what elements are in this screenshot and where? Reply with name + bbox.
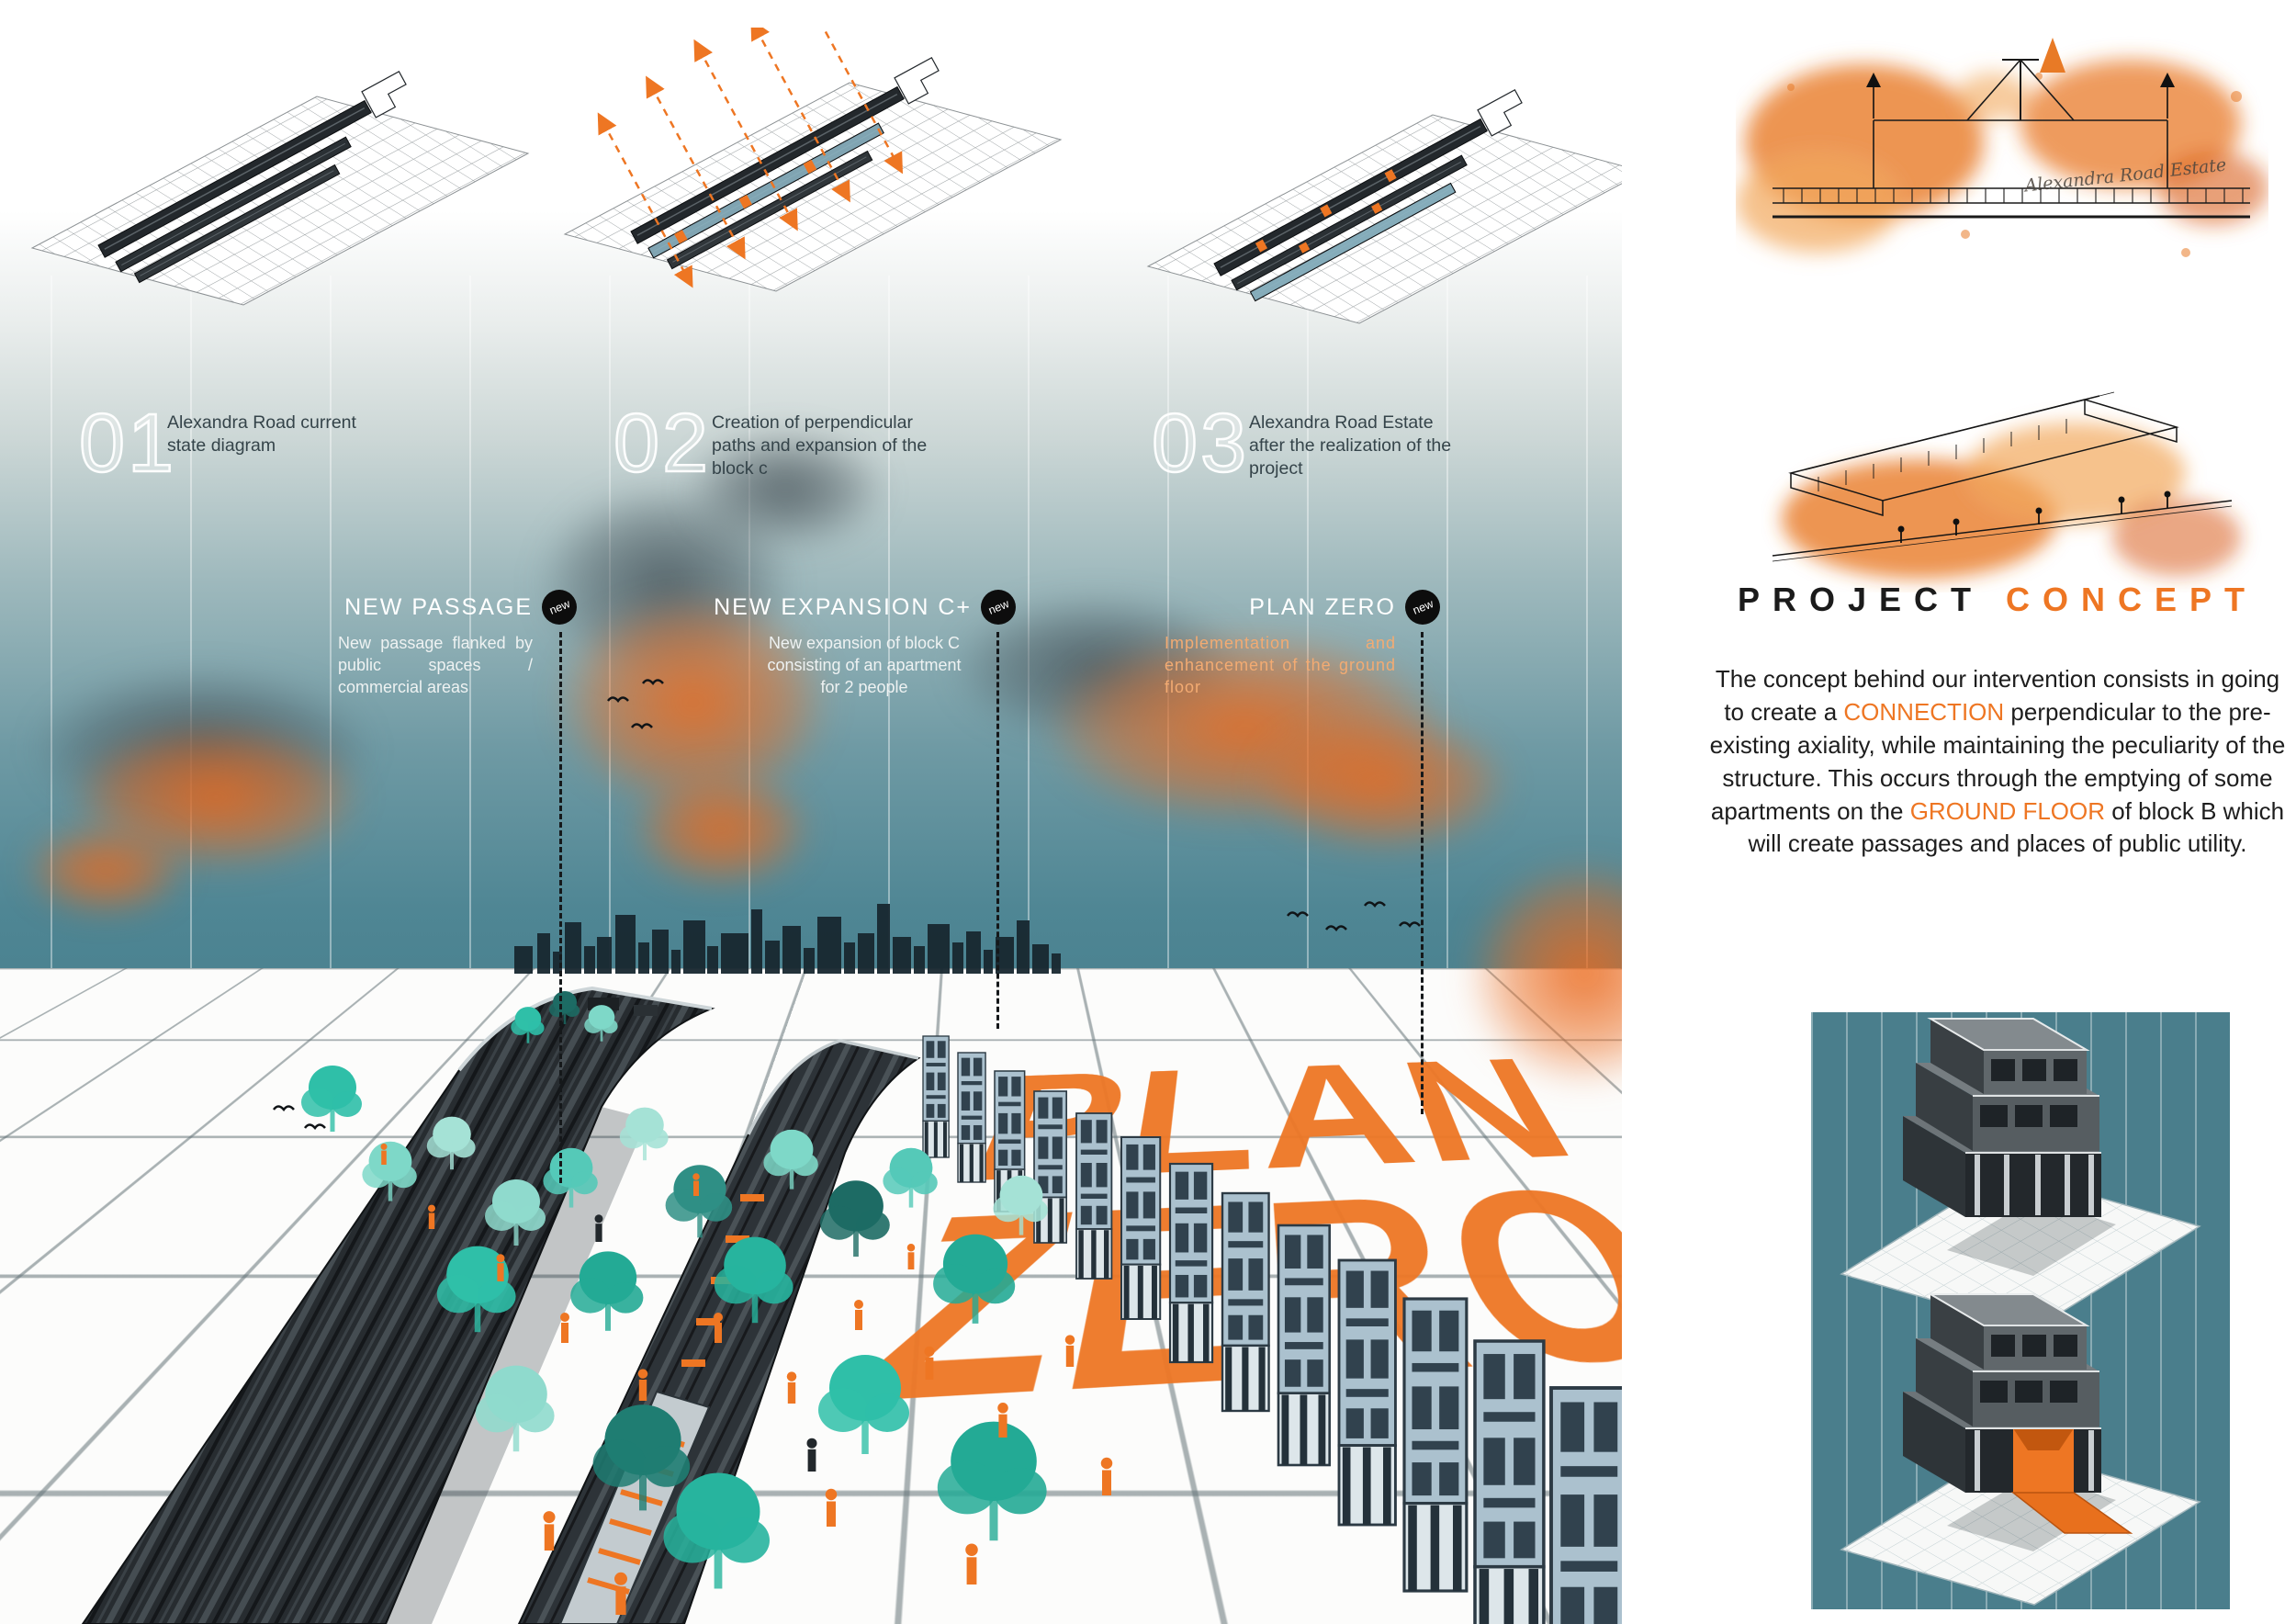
dashed-line-plan-zero <box>1421 632 1424 1114</box>
axonometric-step-diagrams <box>0 28 1622 459</box>
up-arrow-icon <box>2040 38 2065 73</box>
new-badge: new <box>542 590 577 625</box>
step-number-1: 01 <box>79 397 176 491</box>
modular-block-row <box>923 1036 1622 1624</box>
title-word-project: PROJECT <box>1738 581 1984 618</box>
concept-paragraph: The concept behind our intervention cons… <box>1704 663 2291 861</box>
module-axon-panel <box>1811 1012 2230 1609</box>
module-axon-2 <box>1841 1294 2200 1605</box>
watercolor-axon-sketch <box>1736 363 2268 592</box>
callout-new-expansion: NEW EXPANSION C+ new New expansion of bl… <box>740 590 1016 698</box>
section-title: PROJECT CONCEPT <box>1699 581 2296 619</box>
step-caption-1: Alexandra Road current state diagram <box>167 412 383 457</box>
callout-new-passage: NEW PASSAGE new New passage flanked by p… <box>338 590 577 698</box>
callout-description: New passage flanked by public spaces / c… <box>338 633 533 698</box>
new-badge: new <box>981 590 1016 625</box>
step-caption-3: Alexandra Road Estate after the realizat… <box>1249 412 1465 480</box>
step-number-3: 03 <box>1152 397 1249 491</box>
watercolor-elevation-sketch: Alexandra Road Estate <box>1736 32 2268 335</box>
concept-column: Alexandra Road Estate <box>1699 0 2296 1624</box>
perspective-scene: PLAN ZERO <box>0 0 1622 1624</box>
callout-title: NEW PASSAGE <box>344 594 533 621</box>
diagram-step-2 <box>565 28 1061 291</box>
step-caption-2: Creation of perpendicular paths and expa… <box>712 412 946 480</box>
dashed-line-new-passage <box>559 632 562 1183</box>
paragraph-highlight-connection: CONNECTION <box>1843 698 2004 726</box>
step-number-2: 02 <box>613 397 711 491</box>
callout-title: PLAN ZERO <box>1249 594 1396 621</box>
city-skyline <box>514 904 1061 974</box>
callout-plan-zero: PLAN ZERO new Implementation and enhance… <box>1165 590 1440 698</box>
diagram-step-1 <box>32 72 528 305</box>
paragraph-highlight-ground-floor: GROUND FLOOR <box>1910 797 2105 825</box>
callout-title: NEW EXPANSION C+ <box>714 594 972 621</box>
module-axon-1 <box>1841 1019 2200 1329</box>
title-word-concept: CONCEPT <box>2006 581 2257 618</box>
diagram-step-3 <box>1148 90 1622 323</box>
callout-description: New expansion of block C consisting of a… <box>757 633 972 698</box>
callout-description: Implementation and enhancement of the gr… <box>1165 633 1396 698</box>
new-badge: new <box>1405 590 1440 625</box>
